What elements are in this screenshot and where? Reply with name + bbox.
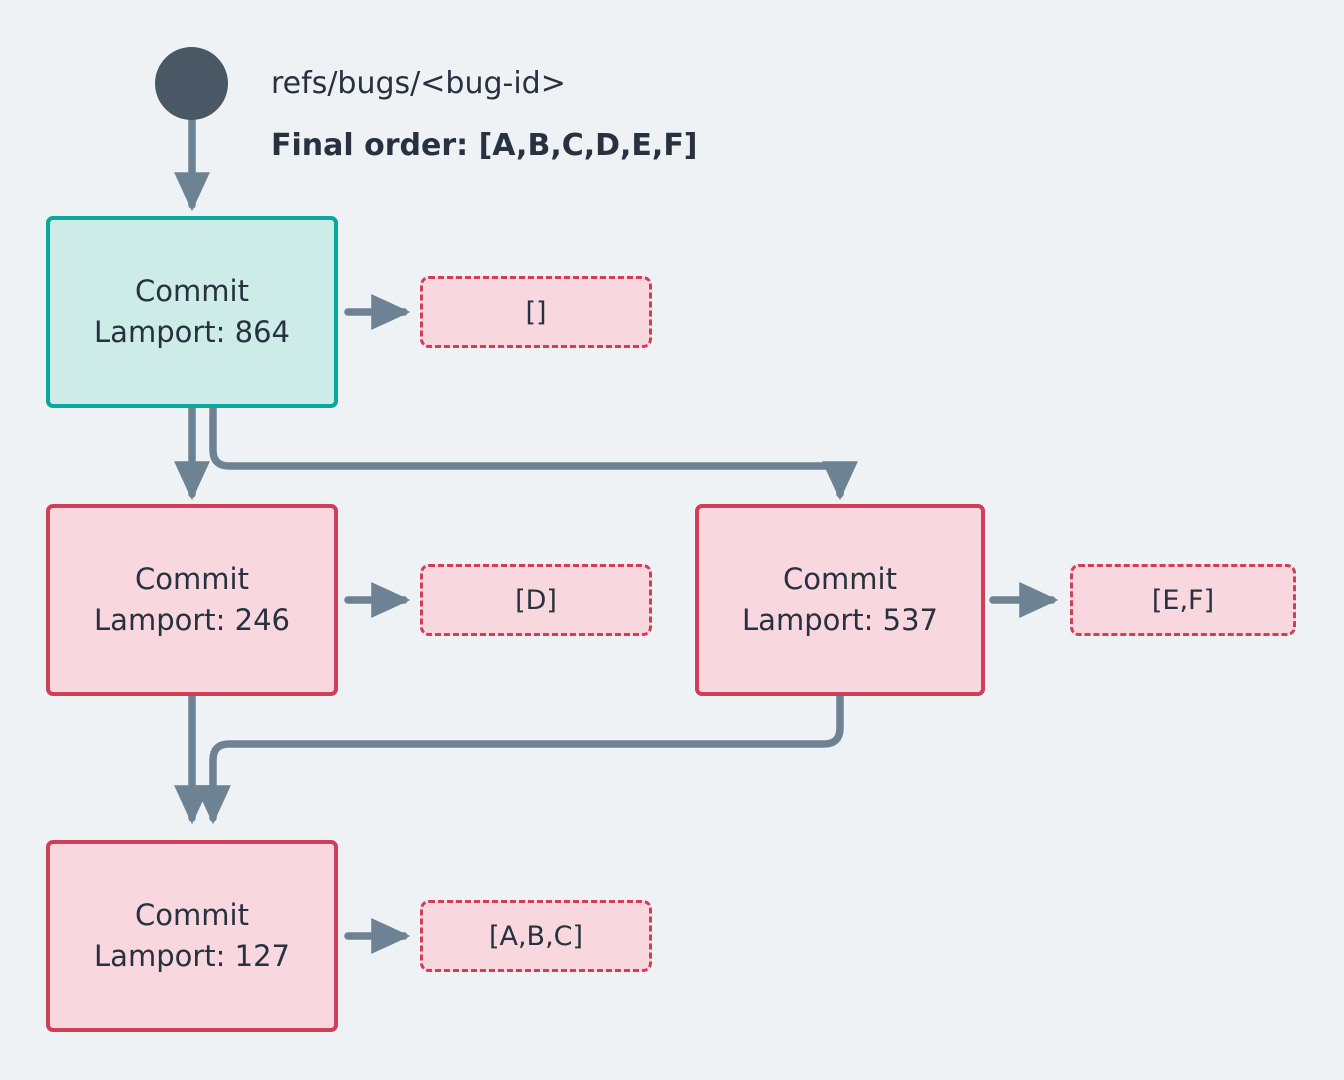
order-chip-246[interactable]: [D] xyxy=(420,564,652,636)
edge-c537-to-c127 xyxy=(195,693,844,825)
commit-node-537-detail: Lamport: 537 xyxy=(742,603,938,637)
ref-label: refs/bugs/<bug-id> xyxy=(271,66,566,101)
commit-node-864[interactable]: Commit Lamport: 864 xyxy=(46,216,338,408)
commit-node-864-detail: Lamport: 864 xyxy=(94,315,290,349)
start-circle-icon xyxy=(155,47,228,120)
commit-node-864-title: Commit xyxy=(135,273,249,308)
edge-c864-to-c537 xyxy=(209,405,858,501)
order-chip-127[interactable]: [A,B,C] xyxy=(420,900,652,972)
commit-node-127-title: Commit xyxy=(135,897,249,932)
commit-node-127-detail: Lamport: 127 xyxy=(94,939,290,973)
order-chip-537[interactable]: [E,F] xyxy=(1070,564,1296,636)
commit-node-246-title: Commit xyxy=(135,561,249,596)
commit-node-246[interactable]: Commit Lamport: 246 xyxy=(46,504,338,696)
final-order-label: Final order: [A,B,C,D,E,F] xyxy=(271,128,698,163)
commit-node-537[interactable]: Commit Lamport: 537 xyxy=(695,504,985,696)
commit-node-537-title: Commit xyxy=(783,561,897,596)
commit-node-127[interactable]: Commit Lamport: 127 xyxy=(46,840,338,1032)
commit-node-246-detail: Lamport: 246 xyxy=(94,603,290,637)
order-chip-864[interactable]: [] xyxy=(420,276,652,348)
